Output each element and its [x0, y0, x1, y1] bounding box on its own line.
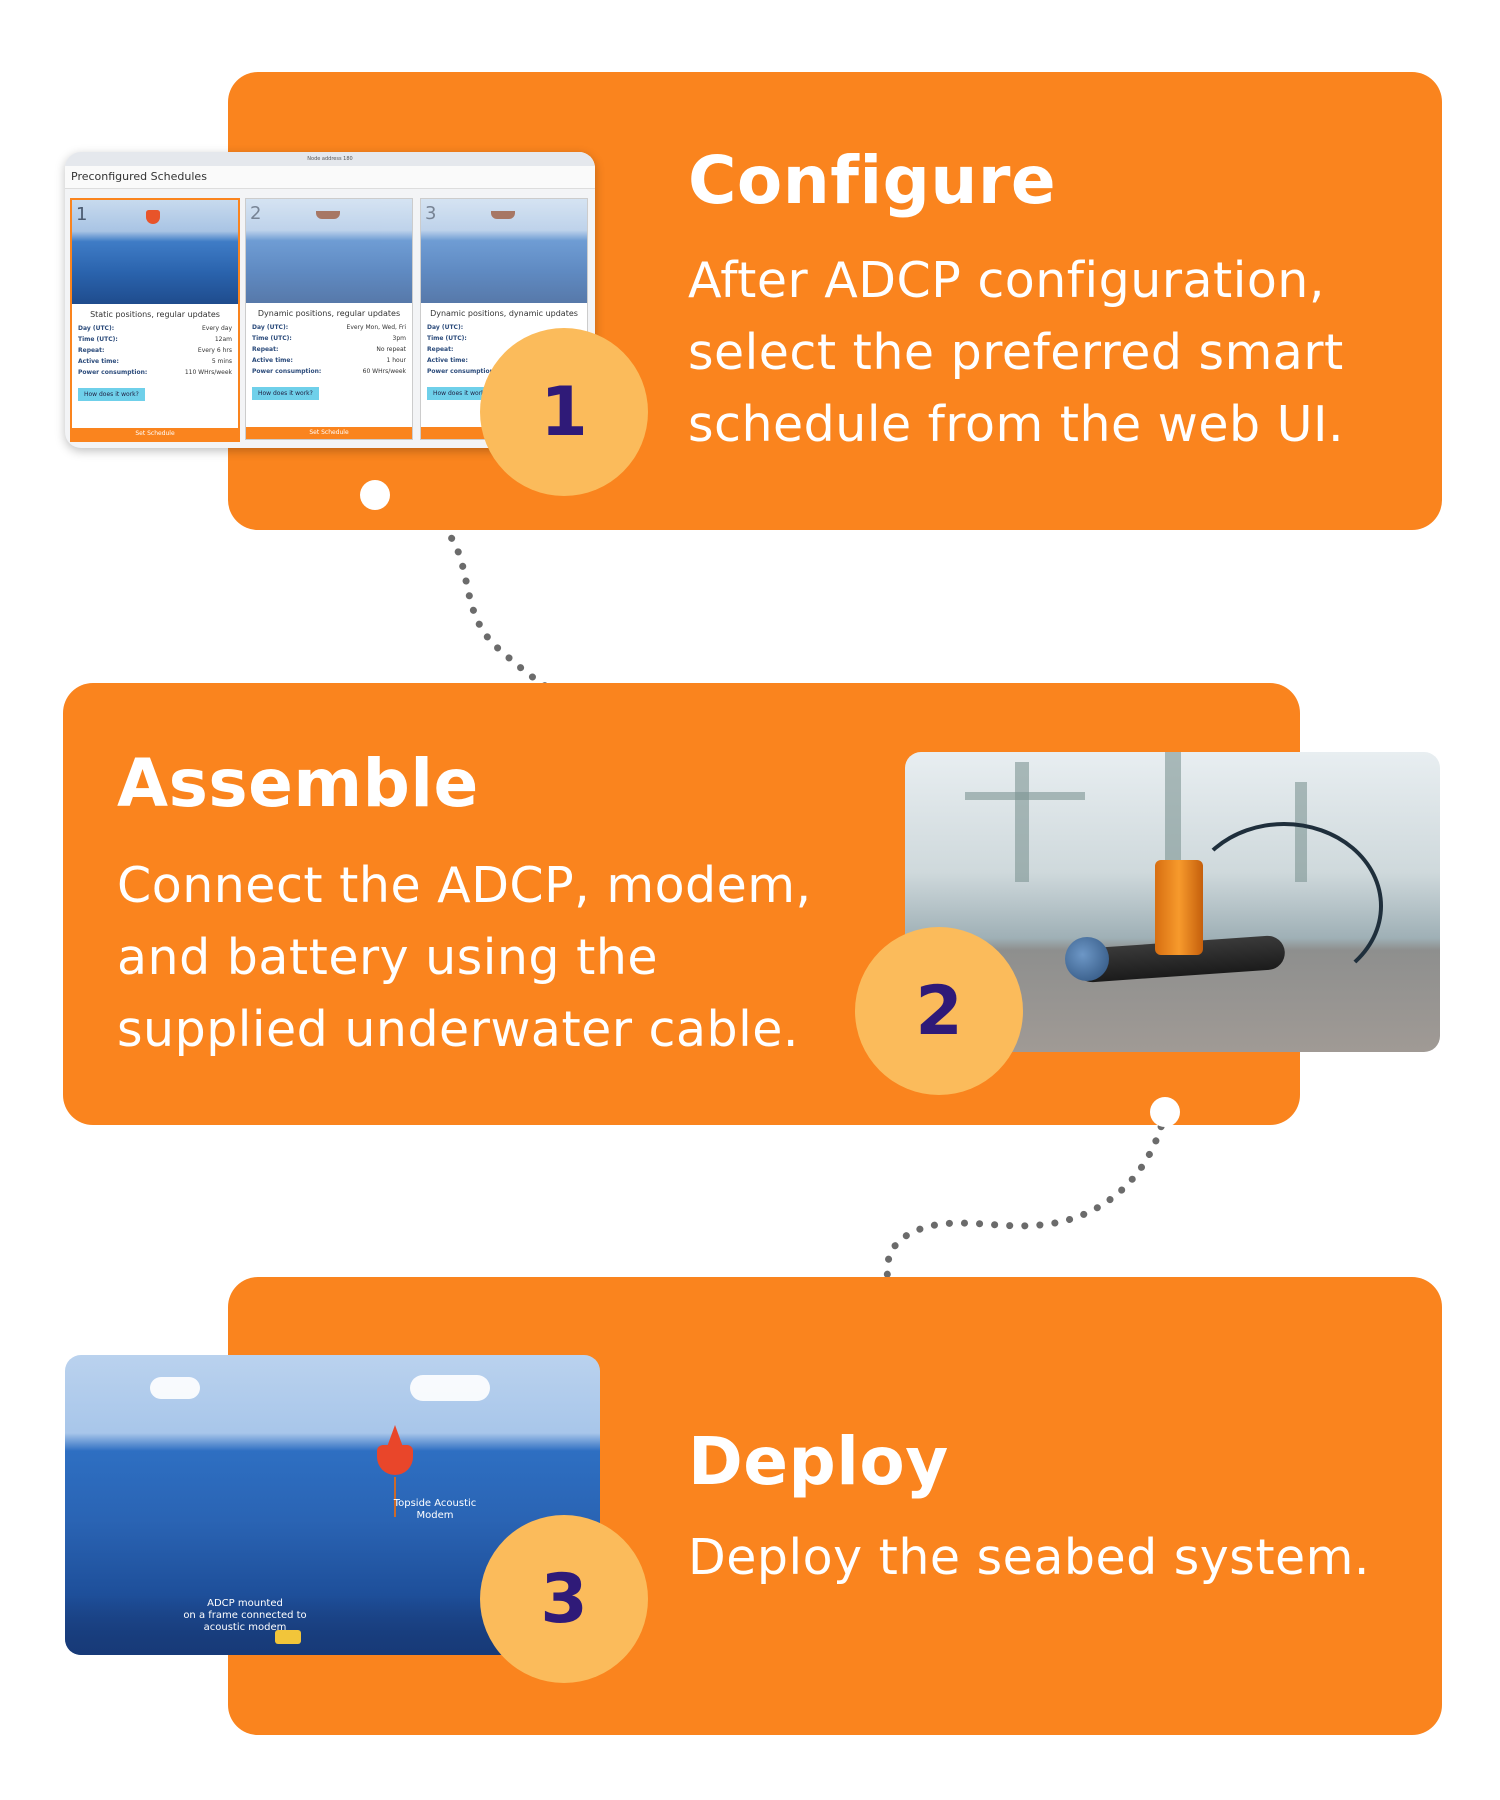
schedule-row: Power consumption:	[427, 368, 497, 375]
step-badge-3: 3	[480, 1515, 648, 1683]
configure-line-1: After ADCP configuration,	[688, 252, 1325, 309]
cable	[1185, 822, 1383, 990]
mooring-line	[394, 1477, 396, 1517]
crane-silhouette	[965, 792, 1085, 800]
assemble-title: Assemble	[117, 745, 479, 822]
adcp-frame-icon	[275, 1630, 301, 1644]
schedule-row: Time (UTC):	[427, 335, 467, 342]
configure-line-2: select the preferred smart	[688, 324, 1344, 381]
assemble-line-2: and battery using the	[117, 929, 659, 986]
ship-icon	[316, 211, 340, 219]
crane-silhouette	[1165, 752, 1181, 882]
schedule-row: Active time:5 mins	[78, 358, 232, 365]
schedule-scene: 3	[421, 199, 587, 303]
deploy-title: Deploy	[688, 1423, 949, 1500]
schedule-number: 3	[425, 203, 437, 224]
schedule-row: Time (UTC):12am	[78, 336, 232, 343]
schedule-number: 1	[76, 204, 88, 225]
step-badge-2: 2	[855, 927, 1023, 1095]
cloud	[150, 1377, 200, 1399]
set-schedule-button[interactable]: Set Schedule	[246, 427, 412, 439]
schedule-row: Repeat:Every 6 hrs	[78, 347, 232, 354]
node-address-bar: Node address 180	[65, 152, 595, 166]
schedule-title: Dynamic positions, dynamic updates	[430, 309, 578, 318]
connector-dot	[360, 480, 390, 510]
configure-line-3: schedule from the web UI.	[688, 396, 1345, 453]
buoy-top	[387, 1425, 403, 1447]
schedule-screenshot: Node address 180 Preconfigured Schedules…	[65, 152, 595, 448]
buoy-icon	[146, 210, 160, 224]
schedule-row: Time (UTC):3pm	[252, 335, 406, 342]
schedule-title: Dynamic positions, regular updates	[257, 309, 401, 318]
schedule-row: Repeat:	[427, 346, 454, 353]
schedule-row: Repeat:No repeat	[252, 346, 406, 353]
how-does-it-work-button[interactable]: How does it work?	[427, 387, 494, 400]
connector-dot	[1150, 1097, 1180, 1127]
schedule-number: 2	[250, 203, 262, 224]
schedule-row: Active time:1 hour	[252, 357, 406, 364]
connector-2-3	[883, 1108, 1169, 1296]
schedule-header: Preconfigured Schedules	[65, 166, 595, 189]
deploy-line-1: Deploy the seabed system.	[688, 1529, 1370, 1586]
modem-device	[1155, 860, 1203, 955]
schedule-row: Power consumption:110 WHrs/week	[78, 369, 232, 376]
schedule-row: Active time:	[427, 357, 468, 364]
step-badge-1: 1	[480, 328, 648, 496]
cloud	[410, 1375, 490, 1401]
schedule-row: Day (UTC):Every day	[78, 325, 232, 332]
set-schedule-button[interactable]: Set Schedule	[72, 428, 238, 440]
assemble-description: Connect the ADCP, modem, and battery usi…	[117, 850, 812, 1066]
modem-label: Topside Acoustic Modem	[393, 1498, 477, 1521]
buoy-icon	[377, 1445, 413, 1475]
how-does-it-work-button[interactable]: How does it work?	[252, 387, 319, 400]
schedule-row: Day (UTC):Every Mon, Wed, Fri	[252, 324, 406, 331]
schedule-scene: 2	[246, 199, 412, 303]
schedule-scene: 1	[72, 200, 238, 304]
assemble-line-3: supplied underwater cable.	[117, 1001, 799, 1058]
assemble-line-1: Connect the ADCP, modem,	[117, 857, 812, 914]
configure-description: After ADCP configuration, select the pre…	[688, 245, 1344, 461]
schedule-title: Static positions, regular updates	[90, 310, 220, 319]
ship-icon	[491, 211, 515, 219]
how-does-it-work-button[interactable]: How does it work?	[78, 388, 145, 401]
adcp-label: ADCP mounted on a frame connected to aco…	[183, 1598, 307, 1633]
configure-title: Configure	[688, 142, 1057, 219]
schedule-row: Power consumption:60 WHrs/week	[252, 368, 406, 375]
deploy-description: Deploy the seabed system.	[688, 1522, 1370, 1594]
schedule-card-2[interactable]: 2 Dynamic positions, regular updates Day…	[245, 198, 413, 440]
schedule-row: Day (UTC):	[427, 324, 464, 331]
crane-silhouette	[1015, 762, 1029, 882]
schedule-card-1[interactable]: 1 Static positions, regular updates Day …	[70, 198, 240, 442]
adcp-head	[1065, 937, 1109, 981]
